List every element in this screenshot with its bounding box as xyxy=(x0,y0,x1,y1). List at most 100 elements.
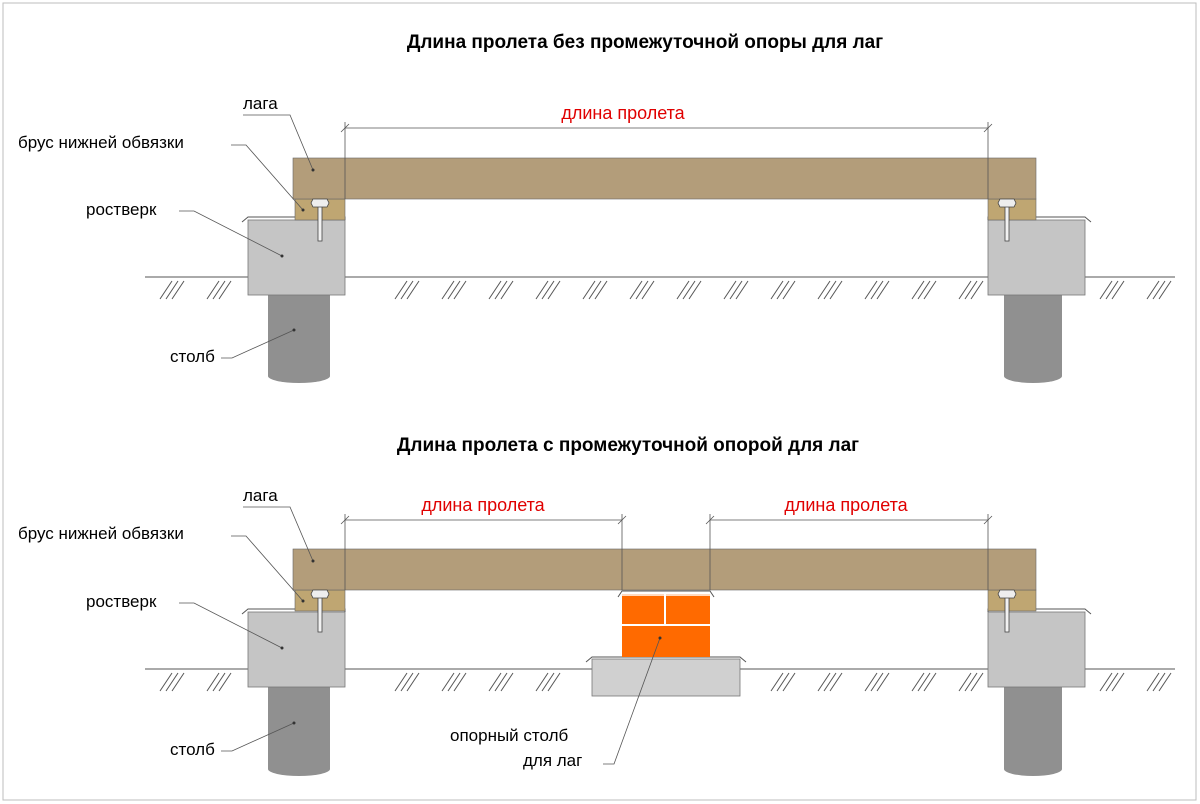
ground-hatch-mark xyxy=(400,672,414,692)
ground-hatch-mark xyxy=(394,280,408,300)
ground-hatch-mark xyxy=(218,280,232,300)
ground-hatch-mark xyxy=(729,280,743,300)
ground-hatch-mark xyxy=(823,280,837,300)
ground-hatch-mark xyxy=(770,672,784,692)
ground-hatch-mark xyxy=(629,280,643,300)
ground-hatch-mark xyxy=(488,672,502,692)
ground-hatch-mark xyxy=(1105,280,1119,300)
ground-hatch-mark xyxy=(917,672,931,692)
bottom-label-joist: лага xyxy=(243,486,278,505)
ground-hatch-mark xyxy=(776,280,790,300)
ground-hatch-mark xyxy=(547,672,561,692)
ground-hatch-mark xyxy=(776,672,790,692)
bottom-right-bolt-icon xyxy=(997,589,1017,633)
support-label-line1: опорный столб xyxy=(450,726,568,745)
ground-hatch-mark xyxy=(488,280,502,300)
ground-hatch-mark xyxy=(970,672,984,692)
bottom-left-grillage xyxy=(247,611,346,688)
bottom-label-pile: столб xyxy=(170,740,215,759)
ground-hatch-mark xyxy=(547,280,561,300)
ground-hatch-mark xyxy=(406,280,420,300)
ground-hatch-mark xyxy=(400,280,414,300)
bottom-span-label-left: длина пролета xyxy=(421,495,545,515)
brick-support xyxy=(622,594,710,657)
ground-hatch-mark xyxy=(165,672,179,692)
ground-hatch-mark xyxy=(1152,280,1166,300)
ground-hatch-mark xyxy=(923,280,937,300)
ground-hatch-mark xyxy=(453,280,467,300)
bottom-left-bolt-icon xyxy=(310,589,330,633)
bottom-span-dimension-right xyxy=(705,514,993,590)
ground-hatch-mark xyxy=(212,672,226,692)
bottom-right-grillage xyxy=(987,611,1086,688)
ground-hatch-mark xyxy=(1152,672,1166,692)
bottom-span-dimension-left xyxy=(340,514,627,590)
top-span-dimension xyxy=(340,122,993,199)
ground-hatch-mark xyxy=(1146,672,1160,692)
ground-hatch-mark xyxy=(1111,280,1125,300)
ground-hatch-mark xyxy=(1158,672,1172,692)
ground-hatch-mark xyxy=(964,280,978,300)
ground-hatch-mark xyxy=(1099,672,1113,692)
top-label-sill: брус нижней обвязки xyxy=(18,133,184,152)
top-title: Длина пролета без промежуточной опоры дл… xyxy=(407,32,883,53)
ground-hatch-mark xyxy=(829,280,843,300)
top-right-pile-base xyxy=(1004,369,1062,383)
ground-hatch-mark xyxy=(582,280,596,300)
ground-hatch-mark xyxy=(441,672,455,692)
top-label-grillage: ростверк xyxy=(86,200,157,219)
top-left-pile-base xyxy=(268,369,330,383)
ground-hatch-mark xyxy=(500,672,514,692)
top-left-pile xyxy=(268,292,330,376)
ground-hatch-mark xyxy=(911,280,925,300)
ground-hatch-mark xyxy=(218,672,232,692)
ground-hatch-mark xyxy=(406,672,420,692)
support-pad xyxy=(591,658,741,697)
ground-hatch-mark xyxy=(171,280,185,300)
ground-hatch-mark xyxy=(635,280,649,300)
ground-hatch-mark xyxy=(817,672,831,692)
ground-hatch-mark xyxy=(453,672,467,692)
bottom-label-sill: брус нижней обвязки xyxy=(18,524,184,543)
ground-hatch-mark xyxy=(594,280,608,300)
top-right-grillage xyxy=(987,219,1086,296)
top-right-pile xyxy=(1004,292,1062,376)
ground-hatch-mark xyxy=(212,280,226,300)
ground-hatch-mark xyxy=(864,280,878,300)
ground-hatch-mark xyxy=(1099,280,1113,300)
ground-hatch-mark xyxy=(876,672,890,692)
top-label-pile: столб xyxy=(170,347,215,366)
ground-hatch-mark xyxy=(1111,672,1125,692)
ground-hatch-mark xyxy=(535,672,549,692)
bottom-joist xyxy=(292,548,1037,591)
ground-hatch-mark xyxy=(541,280,555,300)
ground-hatch-mark xyxy=(688,280,702,300)
bottom-span-label-right: длина пролета xyxy=(784,495,908,515)
top-left-bolt-icon xyxy=(310,198,330,242)
bottom-right-pile xyxy=(1004,685,1062,769)
ground-hatch-mark xyxy=(958,280,972,300)
top-label-joist: лага xyxy=(243,94,278,113)
ground-hatch-mark xyxy=(735,280,749,300)
ground-hatch-mark xyxy=(206,672,220,692)
ground-hatch-mark xyxy=(394,672,408,692)
ground-hatch-mark xyxy=(770,280,784,300)
ground-hatch-mark xyxy=(588,280,602,300)
top-left-grillage xyxy=(247,219,346,296)
ground-hatch-mark xyxy=(494,672,508,692)
bottom-title: Длина пролета с промежуточной опорой для… xyxy=(397,435,859,456)
ground-hatch-mark xyxy=(911,672,925,692)
bottom-label-grillage: ростверк xyxy=(86,592,157,611)
ground-hatch-mark xyxy=(676,280,690,300)
ground-hatch-mark xyxy=(1105,672,1119,692)
bottom-diagram: Длина пролета с промежуточной опорой для… xyxy=(18,435,1175,776)
ground-hatch-mark xyxy=(541,672,555,692)
ground-hatch-mark xyxy=(171,672,185,692)
ground-hatch-mark xyxy=(494,280,508,300)
ground-hatch-mark xyxy=(1146,280,1160,300)
ground-hatch-mark xyxy=(917,280,931,300)
bottom-left-pile xyxy=(268,685,330,769)
ground-hatch-mark xyxy=(641,280,655,300)
